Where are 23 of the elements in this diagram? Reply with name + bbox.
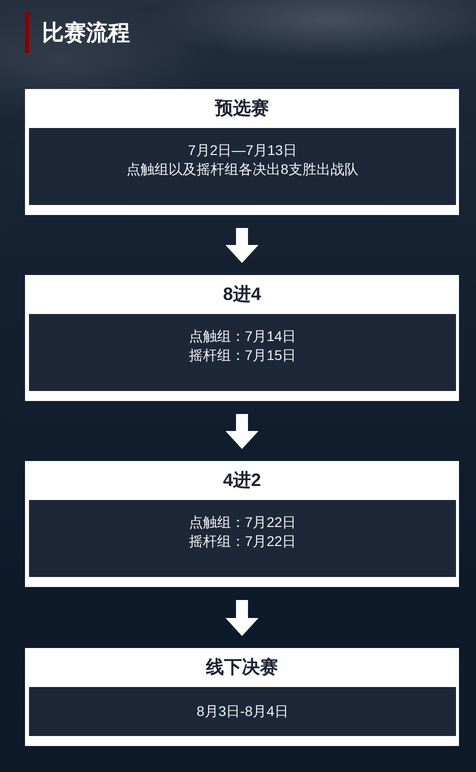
stage-heading: 线下决赛 [206,657,278,677]
detail-text: 7月2日—7月13日 [188,142,297,158]
detail-text: 点触组：7月14日 [188,328,296,344]
detail-panel [29,687,456,736]
down-arrow [226,414,258,449]
down-arrow [226,600,258,636]
stage-heading: 8进4 [222,284,262,304]
detail-panel [29,128,456,205]
stage-heading: 4进2 [222,470,262,490]
detail-text: 摇杆组：7月15日 [188,347,296,363]
title: 比赛流程 [42,20,130,46]
stage-card [25,461,459,587]
stage-card [25,275,459,401]
detail-text: 点触组以及摇杆组各决出8支胜出战队 [126,161,358,177]
stage-heading: 预选赛 [215,98,269,118]
detail-panel [29,500,456,577]
detail-text: 摇杆组：7月22日 [188,533,296,549]
down-arrow [226,228,258,263]
detail-panel [29,314,456,391]
detail-text: 8月3日-8月4日 [196,703,288,719]
stage-card [25,648,459,746]
stage-card [25,89,459,215]
detail-text: 点触组：7月22日 [188,514,296,530]
